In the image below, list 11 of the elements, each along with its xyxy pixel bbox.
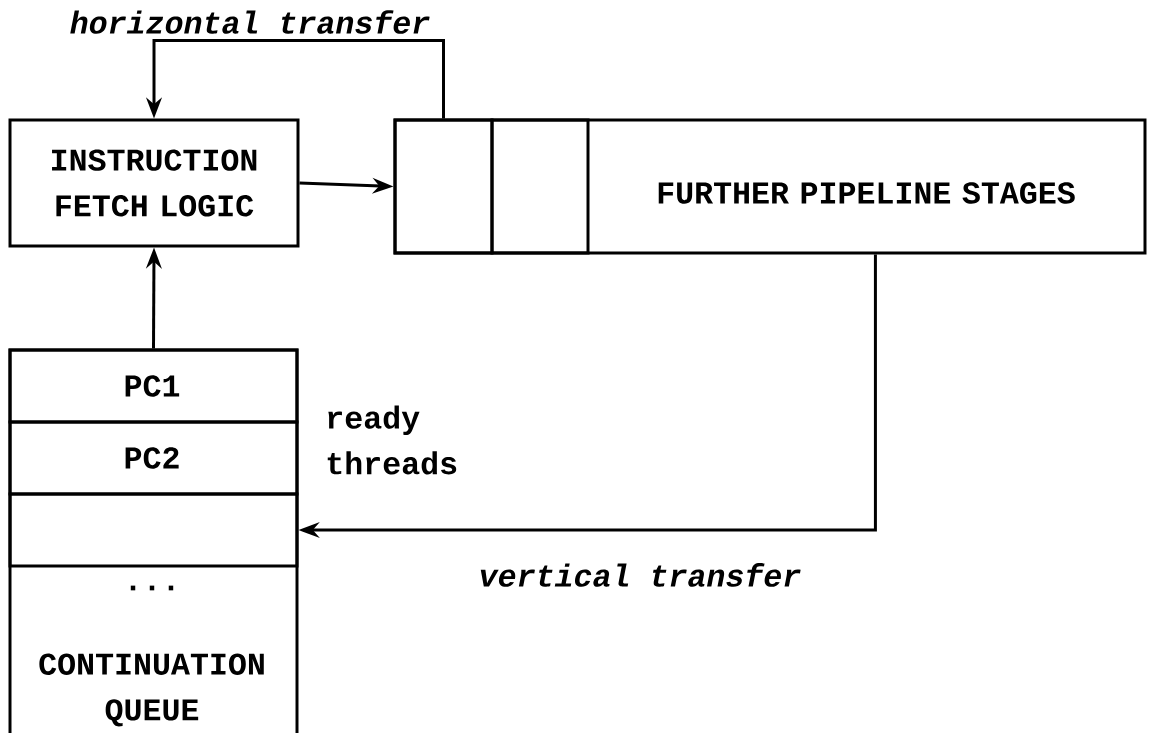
text-label: ...	[130, 585, 174, 591]
edge-label: horizontal transfer	[70, 10, 430, 34]
register-cell: PC1	[8, 348, 299, 424]
text-label: ready threads	[327, 405, 457, 475]
process-box: INSTRUCTION FETCH LOGIC	[8, 118, 300, 248]
register-cell: PC2	[8, 420, 299, 496]
empty-cell	[393, 118, 494, 255]
empty-cell	[8, 492, 299, 568]
process-box: FURTHER PIPELINE STAGES	[393, 118, 1147, 255]
edge-label: vertical transfer	[480, 563, 801, 587]
empty-cell	[490, 118, 590, 255]
